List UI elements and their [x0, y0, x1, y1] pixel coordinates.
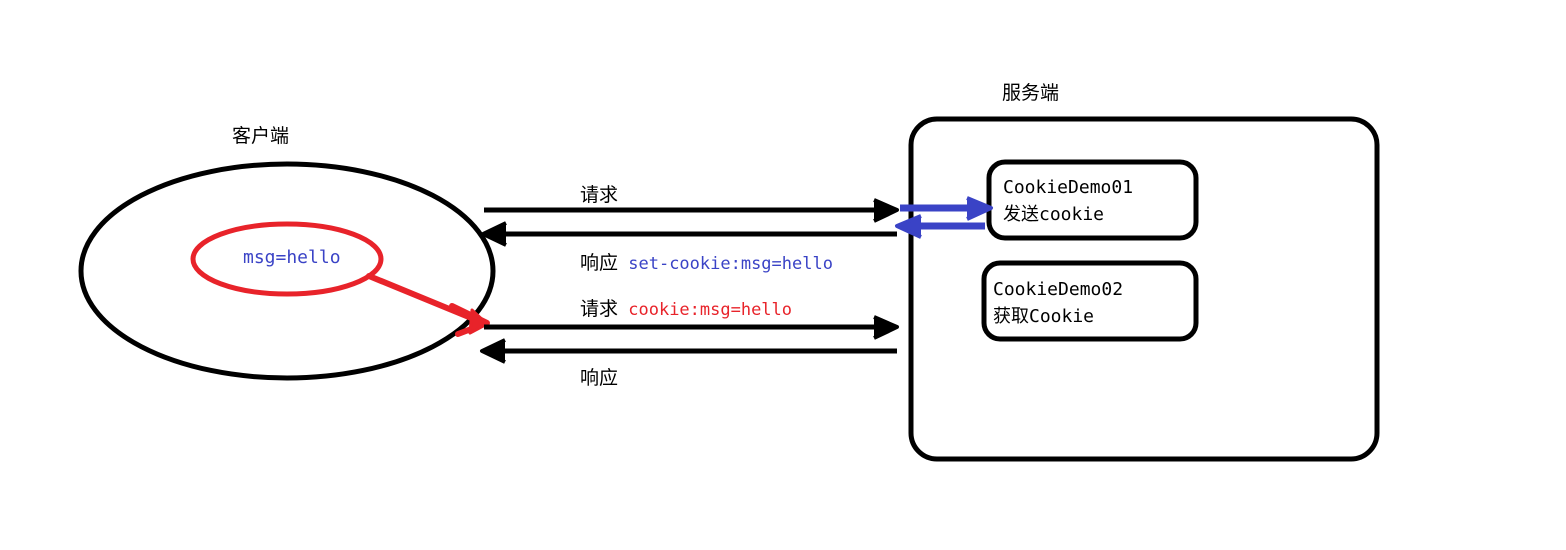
arrow-response-2 — [480, 338, 897, 364]
message-label-request-2: 请求 cookie:msg=hello — [580, 300, 792, 319]
cookie-store-ellipse — [190, 221, 384, 297]
arrow-request-2 — [484, 315, 899, 340]
message-label-text: 请求 — [580, 184, 619, 206]
servlet-1-name: CookieDemo01 — [1003, 177, 1134, 198]
message-label-response-1: 响应 set-cookie:msg=hello — [580, 254, 833, 273]
servlet-box-cookiedemo01 — [986, 159, 1199, 241]
servlet-1-description: 发送cookie — [1003, 204, 1105, 225]
servlet-box-cookiedemo02 — [981, 260, 1199, 342]
message-label-response-2: 响应 — [580, 369, 618, 388]
blue-double-arrow — [895, 196, 993, 239]
client-label: 客户端 — [232, 125, 290, 147]
message-detail-set-cookie: set-cookie:msg=hello — [618, 254, 833, 274]
client-ellipse — [78, 161, 496, 381]
servlet-2-name: CookieDemo02 — [993, 279, 1124, 300]
message-label-request-1: 请求 — [580, 186, 618, 205]
message-label-text: 响应 — [580, 367, 619, 389]
cookie-pointer-arrow — [366, 273, 490, 337]
message-label-text: 响应 — [580, 252, 619, 274]
arrow-response-1 — [481, 221, 897, 247]
arrow-request-1 — [484, 198, 899, 223]
servlet-2-description: 获取Cookie — [993, 306, 1095, 327]
cookie-store-value: msg=hello — [243, 247, 341, 268]
message-label-text: 请求 — [580, 298, 619, 320]
server-label: 服务端 — [1002, 82, 1060, 104]
server-box — [908, 116, 1380, 462]
message-detail-cookie: cookie:msg=hello — [618, 300, 793, 320]
